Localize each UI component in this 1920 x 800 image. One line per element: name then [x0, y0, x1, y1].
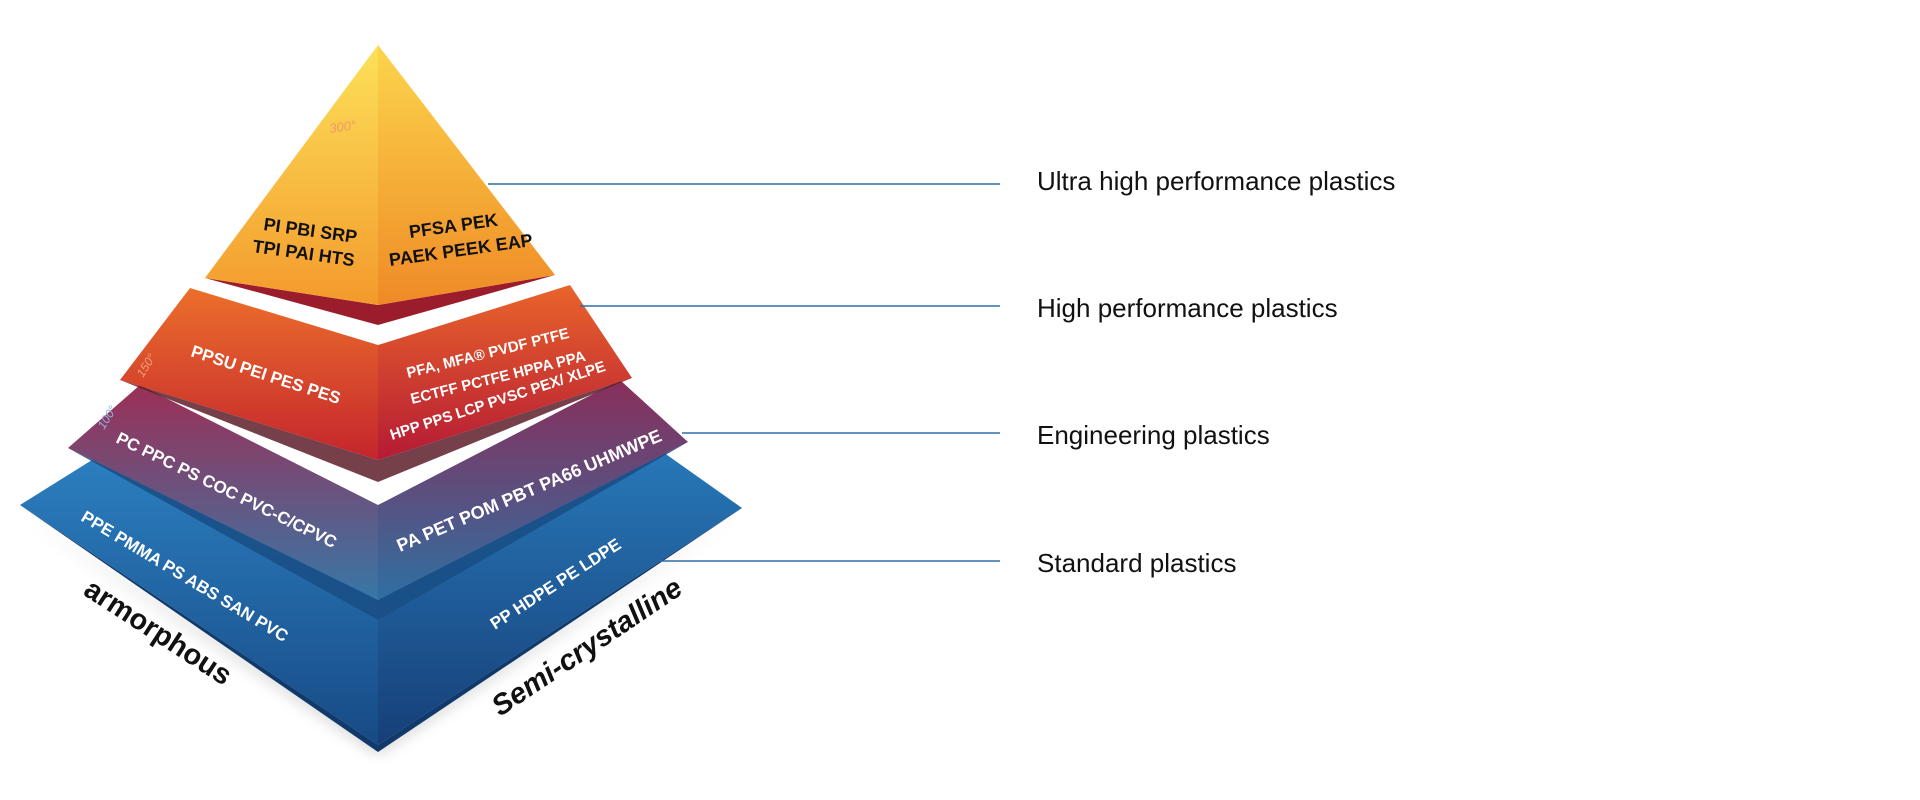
- tier-label-standard: Standard plastics: [1037, 548, 1236, 579]
- tier-label-high: High performance plastics: [1037, 293, 1338, 324]
- tier-ultra: [205, 45, 555, 325]
- tier-label-ultra: Ultra high performance plastics: [1037, 166, 1395, 197]
- tier-label-engineering: Engineering plastics: [1037, 420, 1270, 451]
